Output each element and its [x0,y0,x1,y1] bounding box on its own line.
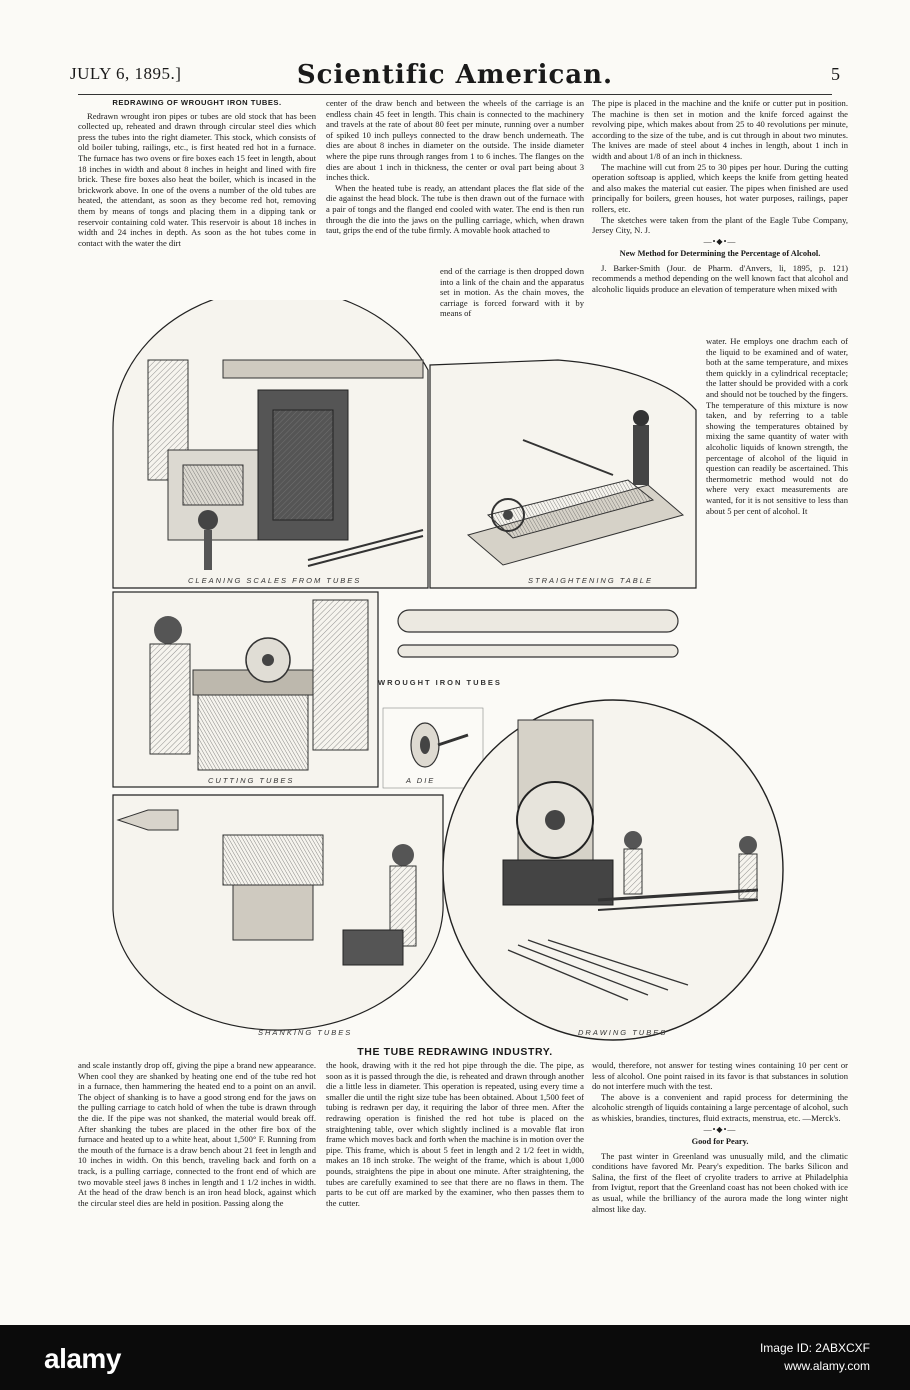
paragraph: The above is a convenient and rapid proc… [592,1091,848,1123]
newspaper-page: JULY 6, 1895.] Scientific American. 5 RE… [70,58,848,1214]
paragraph: When the heated tube is ready, an attend… [326,182,584,236]
column-3-bottom: would, therefore, not answer for testing… [592,1060,848,1214]
issue-date: JULY 6, 1895.] [70,64,182,83]
page-number: 5 [831,64,840,84]
article-title-peary: Good for Peary. [691,1136,749,1146]
label-a-die: A DIE [405,776,435,785]
label-shanking-tubes: SHANKING TUBES [258,1028,352,1037]
paragraph: The sketches were taken from the plant o… [592,214,848,236]
column-2-top: center of the draw bench and between the… [326,98,584,236]
stock-watermark-band: alamy Image ID: 2ABXCXF www.alamy.com [0,1325,910,1390]
paragraph: The pipe is placed in the machine and th… [592,98,848,161]
panel-cleaning-scales: CLEANING SCALES FROM TUBES [112,300,429,589]
panel-wrought-iron-tubes: WROUGHT IRON TUBES [378,591,696,693]
label-straightening-table: STRAIGHTENING TABLE [528,576,653,585]
panel-drawing-tubes: DRAWING TUBES [442,699,784,1041]
paragraph: Redrawn wrought iron pipes or tubes are … [78,110,316,248]
column-2-inset: end of the carriage is then dropped down… [440,266,584,319]
header-rule [78,94,832,95]
panel-cutting-tubes: CUTTING TUBES [112,591,379,788]
paragraph: water. He employs one drachm each of the… [706,336,848,516]
label-cutting-tubes: CUTTING TUBES [208,776,294,785]
watermark-url: www.alamy.com [784,1359,870,1373]
paragraph: center of the draw bench and between the… [326,98,584,183]
column-1-top: REDRAWING OF WROUGHT IRON TUBES. Redrawn… [78,98,316,248]
article-title-redrawing: REDRAWING OF WROUGHT IRON TUBES. [112,98,282,107]
figure-caption: THE TUBE REDRAWING INDUSTRY. [357,1046,553,1058]
masthead-title: Scientific American. [296,60,614,90]
label-drawing-tubes: DRAWING TUBES [578,1028,667,1037]
alamy-logo: alamy [44,1343,121,1374]
label-cleaning-scales: CLEANING SCALES FROM TUBES [188,576,361,585]
image-id: Image ID: 2ABXCXF [759,1341,870,1355]
paragraph: would, therefore, not answer for testing… [592,1060,848,1092]
tube-redrawing-illustration: CLEANING SCALES FROM TUBES STRAIGHTENING… [112,300,784,1041]
paragraph: and scale instantly drop off, giving the… [78,1060,316,1208]
column-1-bottom: and scale instantly drop off, giving the… [78,1060,316,1208]
paragraph: The past winter in Greenland was unusual… [592,1150,848,1214]
panel-straightening-table: STRAIGHTENING TABLE [429,359,697,589]
panel-shanking-tubes: SHANKING TUBES [112,794,444,1037]
column-3-inset: water. He employs one drachm each of the… [706,336,848,516]
column-3-top: The pipe is placed in the machine and th… [592,98,848,295]
paragraph: J. Barker-Smith (Jour. de Pharm. d'Anver… [592,262,848,294]
panel-a-die: A DIE [382,707,484,789]
ornament-divider: —•◆•— [703,236,737,246]
label-wrought-iron-tubes: WROUGHT IRON TUBES [378,678,502,687]
paragraph: The machine will cut from 25 to 30 pipes… [592,161,848,214]
watermark-info: Image ID: 2ABXCXF www.alamy.com [760,1341,870,1373]
ornament-divider: —•◆•— [703,1124,737,1134]
paragraph: end of the carriage is then dropped down… [440,266,584,319]
paragraph: the hook, drawing with it the red hot pi… [326,1060,584,1208]
page-header: JULY 6, 1895.] Scientific American. 5 [70,58,840,98]
article-title-alcohol: New Method for Determining the Percentag… [619,248,821,258]
column-2-bottom: the hook, drawing with it the red hot pi… [326,1060,584,1208]
